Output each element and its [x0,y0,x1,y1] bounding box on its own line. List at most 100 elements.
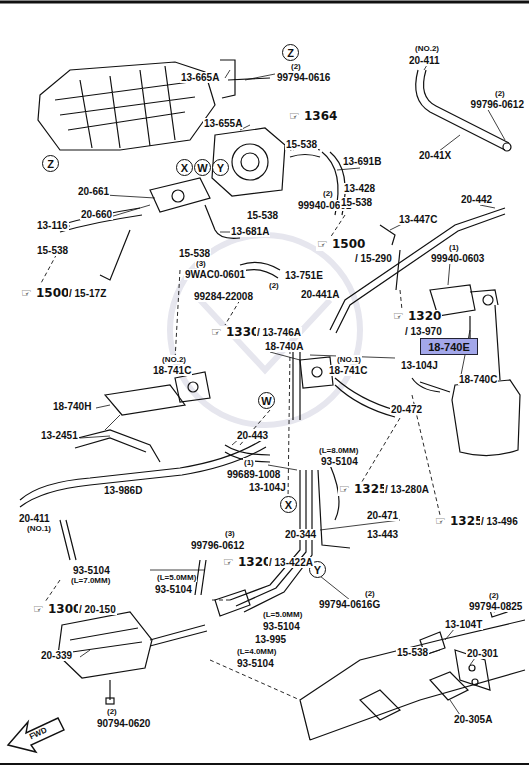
part-number: 90794-0620 [96,718,151,729]
part-number: 13-2451 [40,430,79,441]
node-text: 18-740E [428,341,470,353]
reference-number: ☞ 1364 [288,110,338,123]
part-number: 15-538 [36,245,69,256]
reference-number: ☞ 1320 [392,310,442,323]
part-number: 93-5104 [72,565,111,576]
part-number: 99796-0612 [470,99,525,110]
connection-circle: X [280,496,297,513]
part-number: 15-538 [178,248,211,259]
node-text: X [285,499,292,511]
connection-circle: Z [282,44,299,61]
reference-number: ☞ 1500 [20,287,70,300]
part-number: 13-986D [103,485,143,496]
node-text: Z [47,158,54,170]
part-number: 20-443 [236,430,269,441]
node-text: W [197,162,207,174]
part-number: 99794-0616G [318,599,381,610]
highlight-box: 18-740E [420,338,478,355]
part-number: 99284-22008 [193,291,254,302]
part-number: 99794-0616 [276,72,331,83]
part-number: 20-472 [390,404,423,415]
part-number: 20-471 [366,510,399,521]
part-number: / 13-422A [268,557,314,568]
reference-number: ☞ 1330 [210,326,260,339]
part-number: (L=5.0MM) [156,573,197,582]
part-number: / 13-280A [384,484,430,495]
part-number: 13-104J [400,360,439,371]
part-number: 15-538 [340,197,373,208]
part-number: (NO.2) [161,355,187,364]
reference-number: ☞ 1320 [222,556,272,569]
part-number: 99940-0603 [430,253,485,264]
part-number: 20-41X [418,150,452,161]
part-number: (2) [268,281,280,290]
part-number: 93-5104 [154,584,193,595]
part-number: 13-751E [284,270,324,281]
part-number: / 13-746A [256,327,302,338]
part-number: 9WAC0-0601 [184,269,246,280]
part-number: (2) [322,189,334,198]
reference-number: ☞ 1500 [316,238,366,251]
part-number: 18-741C [152,365,192,376]
connection-circle: X [176,159,193,176]
part-number: / 15-17Z [68,288,107,299]
part-number: 99796-0612 [190,540,245,551]
part-number: / 15-290 [354,253,393,264]
connection-circle: W [194,159,211,176]
part-number: 99689-1008 [226,469,281,480]
node-text: Y [314,564,321,576]
part-number: (2) [364,589,376,598]
part-number: (NO.1) [26,524,52,533]
part-number: 20-442 [460,194,493,205]
part-number: 13-104J [248,482,287,493]
part-number: 15-538 [285,139,318,150]
node-text: W [261,395,271,407]
part-number: (NO.1) [336,355,362,364]
part-number: (L=4.0MM) [236,647,277,656]
part-number: 93-5104 [320,456,359,467]
part-number: 20-344 [284,529,317,540]
connection-circle: Z [42,155,59,172]
part-number: (2) [106,707,118,716]
part-number: 18-741C [328,365,368,376]
reference-number: ☞ 1325 [338,483,388,496]
part-number: 20-661 [77,186,110,197]
part-number: FWD [27,725,49,742]
part-number: 20-441A [300,289,340,300]
part-number: 13-428 [343,183,376,194]
part-number: 20-305A [453,714,493,725]
part-number: 15-538 [246,210,279,221]
part-number: 13-447C [398,214,438,225]
part-number: (L=8.0MM) [318,446,359,455]
part-number: 13-655A [203,118,243,129]
part-number: 93-5104 [262,621,301,632]
node-text: Z [287,47,294,59]
part-number: 15-538 [396,647,429,658]
part-number: (3) [195,259,207,268]
part-number: (NO.2) [414,44,440,53]
connection-circle: Y [212,159,229,176]
part-number: 18-740C [458,374,498,385]
part-number: / 13-970 [404,326,443,337]
part-number: 20-411 [408,55,441,66]
part-number: 13-995 [254,634,287,645]
part-number: 20-301 [466,648,499,659]
part-number: / 13-496 [480,516,519,527]
reference-number: ☞ 1325 [434,515,484,528]
part-number: 20-660 [80,209,113,220]
part-number: (2) [290,62,302,71]
part-number: (L=7.0MM) [70,576,111,585]
part-number: (2) [494,89,506,98]
part-number: 20-411 [18,513,51,524]
part-number: 99794-0825 [468,601,523,612]
connection-circle: W [258,392,275,409]
node-text: X [181,162,188,174]
part-number: 18-740H [52,401,92,412]
part-number: 13-691B [342,156,382,167]
reference-number: ☞ 1300 [32,603,82,616]
part-number: (3) [224,529,236,538]
part-number: 13-104T [444,619,483,630]
part-number: 93-5104 [236,658,275,669]
part-number: (1) [448,243,460,252]
part-number: 13-116 [36,220,69,231]
